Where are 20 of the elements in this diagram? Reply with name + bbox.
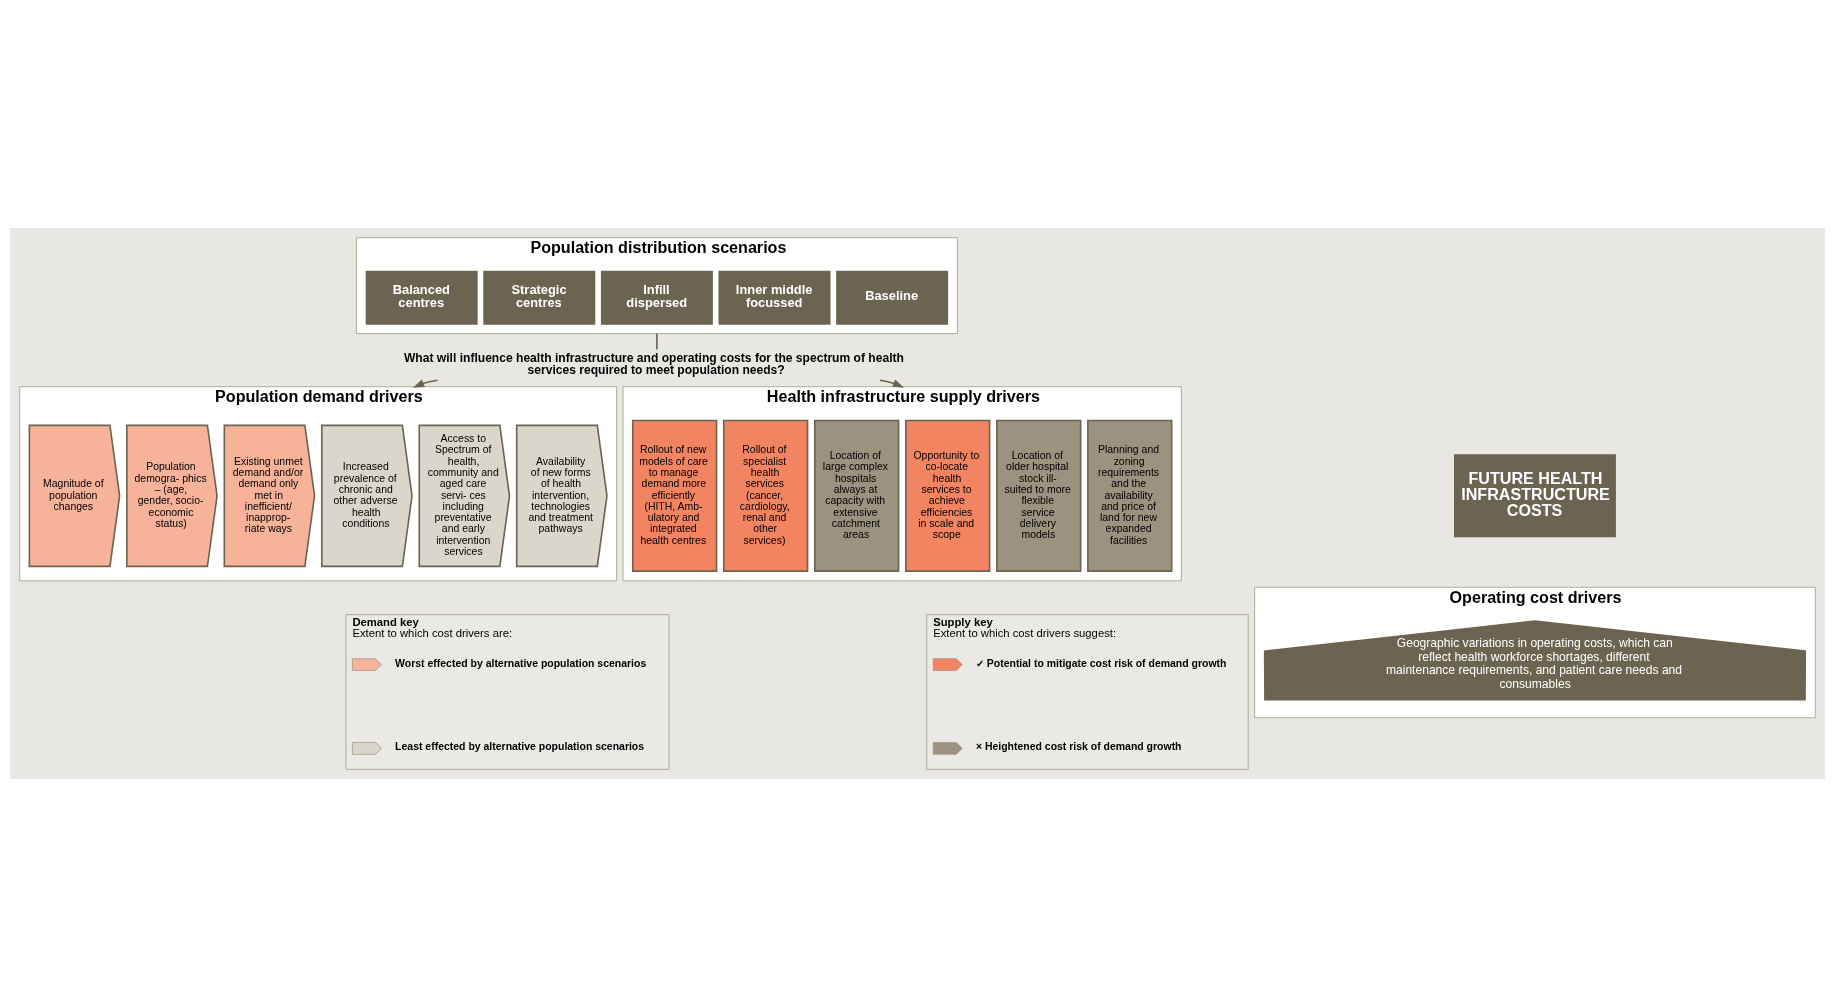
- node-box: Location of large complex hospitals always at capacity with extensive catchment areas: [813, 419, 899, 572]
- node-box: Location of older hospital stock ill- suited to more flexible service delivery models: [995, 419, 1081, 572]
- node-box: Baseline: [835, 270, 948, 325]
- node-box: Opportunity to co-locate health services to achieve efficiencies in scale and scope: [904, 419, 990, 572]
- legend-label: Worst effected by alternative population scenarios: [394, 657, 646, 669]
- node-box: Inner middle focussed: [718, 270, 830, 325]
- node-box: Rollout of specialist health services (cancer, cardiology, renal and other services): [722, 419, 808, 572]
- node-box: Infill dispersed: [600, 270, 713, 325]
- node-text: What will influence health infrastructure and operating costs for the spectrum of health services required to meet population needs?: [403, 350, 904, 377]
- node-box: Strategic centres: [482, 270, 595, 325]
- node-box: Balanced centres: [365, 270, 478, 325]
- arrow: [878, 379, 904, 388]
- arrow: [412, 379, 438, 388]
- legend-label: × Heightened cost risk of demand growth: [975, 741, 1182, 753]
- node-box: FUTURE HEALTH INFRASTRUCTURE COSTS: [1453, 454, 1616, 538]
- legend-label: ✓ Potential to mitigate cost risk of demand growth: [975, 657, 1226, 669]
- connector: [655, 332, 658, 351]
- legend-label: Least effected by alternative population scenarios: [394, 741, 644, 753]
- node-box: Rollout of new models of care to manage demand more efficiently (HITH, Amb- ulatory and integrated health centres: [631, 419, 717, 572]
- node-box: Planning and zoning requirements and the availability and price of land for new expanded facilities: [1086, 419, 1172, 572]
